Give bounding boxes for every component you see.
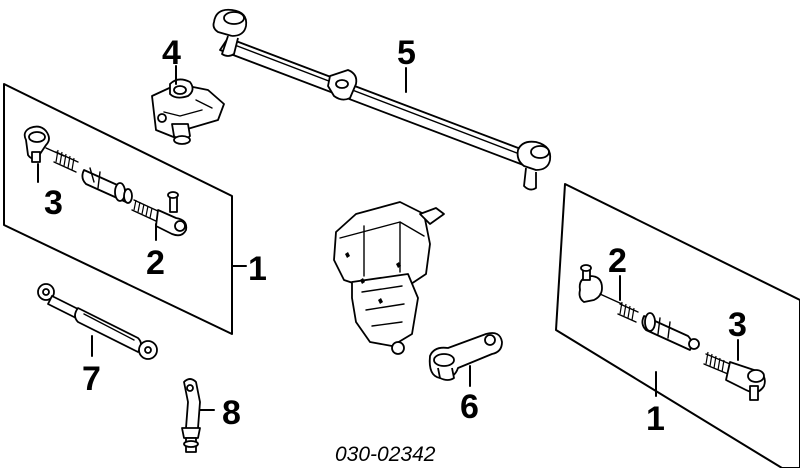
tie-rod-kit-panel-right <box>555 183 800 468</box>
callout-4: 4 <box>162 34 181 72</box>
diagram-part-code: 030-02342 <box>335 443 436 466</box>
adjusting-sleeve-right <box>641 312 700 351</box>
tie-rod-end-outer-right <box>578 264 639 323</box>
callout-3-left: 3 <box>44 184 63 222</box>
callout-6: 6 <box>460 388 479 426</box>
callout-7: 7 <box>82 360 101 398</box>
damper-bracket <box>181 378 215 453</box>
callout-3-right: 3 <box>728 306 747 344</box>
tie-rod-kit-panel-left <box>3 83 233 335</box>
callout-8: 8 <box>222 394 241 432</box>
tie-rod-end-inner-right <box>703 351 766 401</box>
tie-rod-end-outer-left <box>23 125 79 173</box>
callout-2-right: 2 <box>608 242 627 280</box>
pitman-arm <box>428 332 503 387</box>
idler-arm-bracket <box>151 65 225 145</box>
center-link <box>212 8 552 191</box>
callout-1-left: 1 <box>248 250 267 288</box>
callout-1-right: 1 <box>646 400 665 438</box>
steering-gear-box <box>333 201 445 355</box>
callout-5: 5 <box>397 34 416 72</box>
adjusting-sleeve-left <box>81 167 133 204</box>
tie-rod-end-inner-left <box>131 191 188 237</box>
steering-damper <box>37 283 158 360</box>
callout-2-left: 2 <box>146 244 165 282</box>
